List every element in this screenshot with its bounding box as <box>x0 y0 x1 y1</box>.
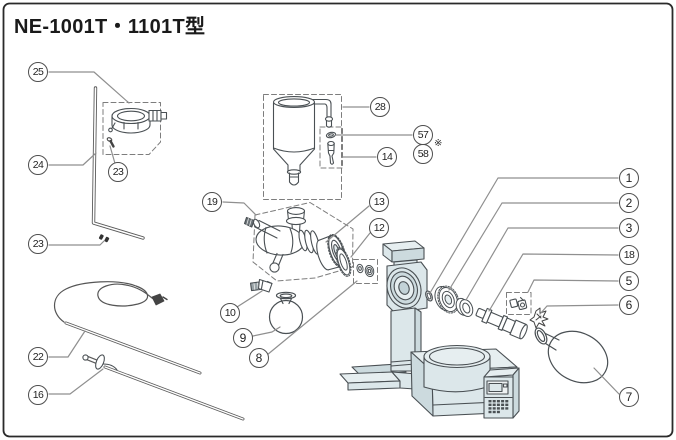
o-ring-1 <box>425 290 433 302</box>
callout-18: 18 <box>619 245 639 265</box>
flask-clamp <box>108 107 168 134</box>
rotary-head-boss <box>386 267 422 309</box>
callout-2: 2 <box>619 193 639 213</box>
coupling-parts-5 <box>509 296 528 310</box>
callout-24: 24 <box>28 155 48 175</box>
callout-14: 14 <box>377 147 397 167</box>
callout-28: 28 <box>370 97 390 117</box>
callout-10: 10 <box>220 303 240 323</box>
temperature-sensor <box>53 281 202 375</box>
note-asterisk: ※ <box>434 138 443 149</box>
leader-lines <box>48 71 620 395</box>
dashed-callout-boxes <box>102 94 532 315</box>
callout-13: 13 <box>369 192 389 212</box>
callout-7: 7 <box>619 387 639 407</box>
bearing-ring-2 <box>434 285 460 314</box>
flask-clip-6 <box>529 307 549 329</box>
feed-bottle <box>272 96 334 186</box>
callout-5: 5 <box>619 271 639 291</box>
support-rod-16 <box>82 354 245 421</box>
callout-1: 1 <box>619 168 639 188</box>
callout-3: 3 <box>619 218 639 238</box>
callout-57: 57 <box>413 125 433 145</box>
callout-16: 16 <box>28 385 48 405</box>
rotor-shaft-18 <box>475 307 528 340</box>
seal-ring-3 <box>455 297 474 318</box>
callout-12: 12 <box>369 218 389 238</box>
page-title: NE-1001T・1101T型 <box>14 16 206 38</box>
keypad <box>488 400 509 414</box>
set-screws <box>98 234 110 243</box>
evaporating-flask-7 <box>534 327 609 384</box>
callout-23-upper: 23 <box>108 162 128 182</box>
callout-58: 58 <box>413 144 433 164</box>
callout-9: 9 <box>233 328 253 348</box>
o-ring-57 <box>325 131 337 139</box>
seal-ring-12 <box>335 247 352 277</box>
feed-valve-assembly <box>243 207 320 273</box>
stand-rod <box>91 86 145 240</box>
callout-19: 19 <box>202 192 222 212</box>
callout-23-left: 23 <box>28 234 48 254</box>
callout-25: 25 <box>28 62 48 82</box>
water-bath <box>423 344 491 393</box>
control-panel <box>483 367 520 419</box>
main-unit <box>339 240 520 419</box>
callout-22: 22 <box>28 347 48 367</box>
tube-clamp-10 <box>249 278 273 293</box>
callout-8: 8 <box>249 348 269 368</box>
washer-set <box>356 263 375 278</box>
callout-6: 6 <box>619 295 639 315</box>
ball-flask-9 <box>268 291 304 335</box>
plug-14 <box>327 140 335 165</box>
clamp-screw <box>106 137 115 148</box>
